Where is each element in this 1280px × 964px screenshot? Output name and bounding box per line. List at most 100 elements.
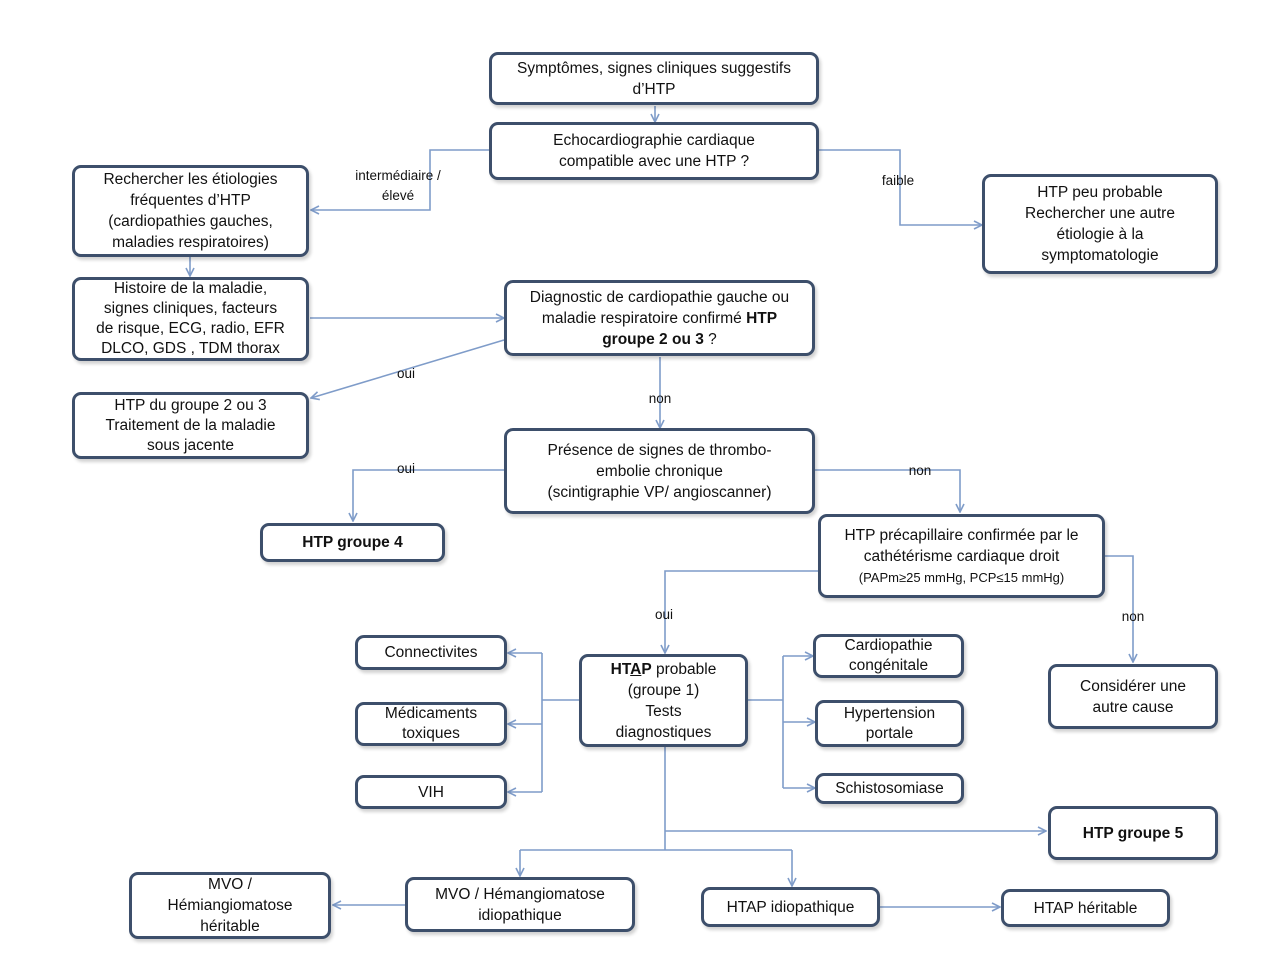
text-line: idiopathique [478,906,562,924]
box-htp-groupe-2-3: HTP du groupe 2 ou 3 Traitement de la ma… [72,392,309,459]
text-line: sous jacente [146,436,235,454]
box-htp-peu-probable: HTP peu probable Rechercher une autre ét… [982,174,1218,274]
text-run-bold: HT [610,660,631,678]
box-mvo-hemangiomatose-idiopathique: MVO / Hémangiomatose idiopathique [405,877,635,932]
box-cardiopathie-congenitale: Cardiopathie congénitale [813,634,964,678]
label-faible: faible [881,173,915,188]
box-hypertension-portale: Hypertension portale [815,700,964,747]
text-line: Tests [645,702,682,720]
text-line: congénitale [848,657,929,674]
label-non: non [648,391,672,406]
text-line: signes cliniques, facteurs [103,300,278,317]
text-run-bold: P [641,660,652,678]
box-medicaments-toxiques: Médicaments toxiques [355,702,507,746]
label-line: intermédiaire / [355,168,441,183]
text-line: groupe 2 ou 3 ? [602,329,717,350]
text-line-small: (PAPm≥25 mmHg, PCP≤15 mmHg) [858,569,1065,585]
label-oui: oui [396,366,415,381]
text-line: Présence de signes de thrombo- [547,441,772,459]
box-connectivites: Connectivites [355,635,507,670]
box-htap-probable: HTAP probable (groupe 1) Tests diagnosti… [579,654,748,747]
text-line: HTP peu probable [1037,184,1163,201]
label-non: non [908,463,932,478]
label-line: élevé [381,188,415,203]
text-line: HTP du groupe 2 ou 3 [114,396,267,414]
box-considerer-autre-cause: Considérer une autre cause [1048,664,1218,729]
text-line: (scintigraphie VP/ angioscanner) [547,483,772,501]
text-line: (groupe 1) [627,681,700,699]
box-histoire-maladie: Histoire de la maladie, signes cliniques… [72,277,309,361]
box-htp-groupe-4: HTP groupe 4 [260,523,445,562]
arrow-precap-autre-cause [1105,555,1133,662]
box-schistosomiase: Schistosomiase [815,773,964,804]
text-run-bold-underline: A [630,660,642,678]
text-line: de risque, ECG, radio, EFR [96,320,285,337]
box-htap-idiopathique: HTAP idiopathique [701,887,880,927]
text-line: MVO / [208,876,252,893]
text-line: VIH [418,783,444,801]
text-line: Rechercher les étiologies [103,171,278,188]
text-line: étiologie à la [1056,226,1144,243]
arrow-diagnostic-groupe23 [311,339,505,398]
text-line: Médicaments [384,705,478,722]
arrow-echo-rechercher [311,149,489,210]
text-line: HTAP probable [611,659,717,680]
text-line: autre cause [1092,698,1174,716]
box-vih: VIH [355,775,507,809]
text-line: fréquentes d’HTP [130,192,251,209]
text-line: Histoire de la maladie, [113,280,268,297]
text-line: cathétérisme cardiaque droit [863,547,1060,565]
text-line: Echocardiographie cardiaque [553,132,755,149]
text-line: HTP précapillaire confirmée par le [844,526,1079,544]
label-non: non [1121,609,1145,624]
text-run-bold: HTP [746,309,778,327]
box-htp-precapillaire: HTP précapillaire confirmée par le cathé… [818,514,1105,598]
arrow-echo-peu-probable [819,149,982,225]
text-run: probable [651,660,717,678]
box-htp-groupe-5: HTP groupe 5 [1048,806,1218,860]
text-run: maladie respiratoire confirmé [541,309,747,327]
box-rechercher-etiologies: Rechercher les étiologies fréquentes d’H… [72,165,309,257]
box-thromboembolie: Présence de signes de thrombo- embolie c… [504,428,815,514]
box-diagnostic-cardiopathie: Diagnostic de cardiopathie gauche ou mal… [504,280,815,356]
arrow-thrombo-groupe4 [353,469,504,521]
text-line: d’HTP [632,80,676,98]
text-line: maladies respiratoires) [112,234,269,251]
text-line: portale [865,724,914,742]
text-line: Symptômes, signes cliniques suggestifs [517,59,791,77]
text-line: embolie chronique [596,462,723,480]
text-line: Rechercher une autre [1025,205,1175,222]
arrow-precap-htap [665,570,818,653]
text-run-bold: groupe 2 ou 3 [602,330,704,348]
text-line: Hypertension [843,704,936,722]
text-line: HTP groupe 5 [1082,824,1184,842]
text-line: HTAP héritable [1033,899,1138,917]
text-line: (cardiopathies gauches, [108,213,273,230]
text-line: maladie respiratoire confirmé HTP [542,308,777,329]
text-line: MVO / Hémangiomatose [435,885,605,903]
label-oui: oui [654,607,673,622]
text-run: ? [703,330,717,348]
text-line: HTP groupe 4 [302,534,403,551]
arrow-thrombo-precap [815,469,960,512]
label-intermediaire-eleve: intermédiaire / élevé [338,166,458,206]
text-line: compatible avec une HTP ? [558,153,750,170]
text-line: DLCO, GDS , TDM thorax [101,340,280,357]
text-line: HTAP idiopathique [726,898,855,916]
text-line: Considérer une [1080,677,1186,695]
text-line: Connectivites [384,644,478,661]
text-line: Schistosomiase [835,780,944,797]
text-line: Hémiangiomatose [167,897,293,914]
text-line: Diagnostic de cardiopathie gauche ou [529,288,790,306]
box-mvo-hemiangiomatose-heritable: MVO / Hémiangiomatose héritable [129,872,331,939]
box-htap-heritable: HTAP héritable [1001,889,1170,927]
box-symptomes: Symptômes, signes cliniques suggestifs d… [489,52,819,105]
box-echocardiographie: Echocardiographie cardiaque compatible a… [489,122,819,180]
label-oui: oui [396,461,415,476]
text-line: Traitement de la maladie [105,416,276,434]
text-line: diagnostiques [615,723,712,741]
text-line: toxiques [402,725,460,742]
text-line: Cardiopathie [844,637,933,654]
